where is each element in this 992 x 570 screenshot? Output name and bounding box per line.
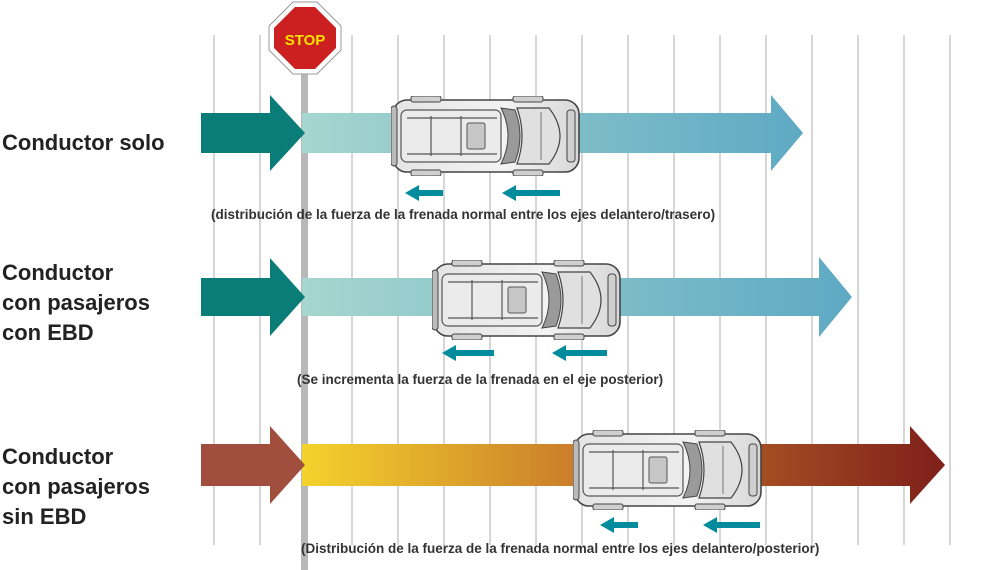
force-arrows-row-2 (442, 345, 607, 361)
rear-axle-brake-arrow-row-2 (442, 345, 494, 361)
row-2-label-line-3: con EBD (2, 320, 94, 345)
stop-sign: STOP (268, 1, 342, 75)
force-arrows-row-3 (600, 517, 760, 533)
row-2-label-line-2: con pasajeros (2, 290, 150, 315)
front-axle-brake-arrow-row-1 (502, 185, 560, 201)
row-2-label: Conductor con pasajeros con EBD (2, 258, 150, 348)
row-1-label: Conductor solo (2, 128, 165, 158)
stop-sign-face (274, 7, 336, 69)
row-3-label-line-3: sin EBD (2, 504, 87, 529)
row-1-label-line-1: Conductor solo (2, 130, 165, 155)
row-1-caption: (distribución de la fuerza de la frenada… (211, 207, 716, 222)
car-row-3 (573, 430, 762, 510)
stop-sign-label: STOP (285, 32, 326, 49)
row-2-start-arrow (201, 258, 305, 336)
row-3-caption: (Distribución de la fuerza de la frenada… (301, 541, 820, 556)
force-arrows-row-1 (405, 185, 560, 201)
row-3-label: Conductor con pasajeros sin EBD (2, 442, 150, 532)
row-2-caption: (Se incrementa la fuerza de la frenada e… (297, 372, 664, 387)
front-axle-brake-arrow-row-2 (552, 345, 607, 361)
car-row-1 (391, 96, 580, 176)
rear-axle-brake-arrow-row-1 (405, 185, 443, 201)
car-row-2 (432, 260, 621, 340)
row-2-label-line-1: Conductor (2, 260, 114, 285)
row-3-label-line-1: Conductor (2, 444, 114, 469)
rear-axle-brake-arrow-row-3 (600, 517, 638, 533)
row-3-label-line-2: con pasajeros (2, 474, 150, 499)
front-axle-brake-arrow-row-3 (703, 517, 760, 533)
row-1-start-arrow (201, 95, 305, 171)
row-3-start-arrow (201, 426, 305, 504)
